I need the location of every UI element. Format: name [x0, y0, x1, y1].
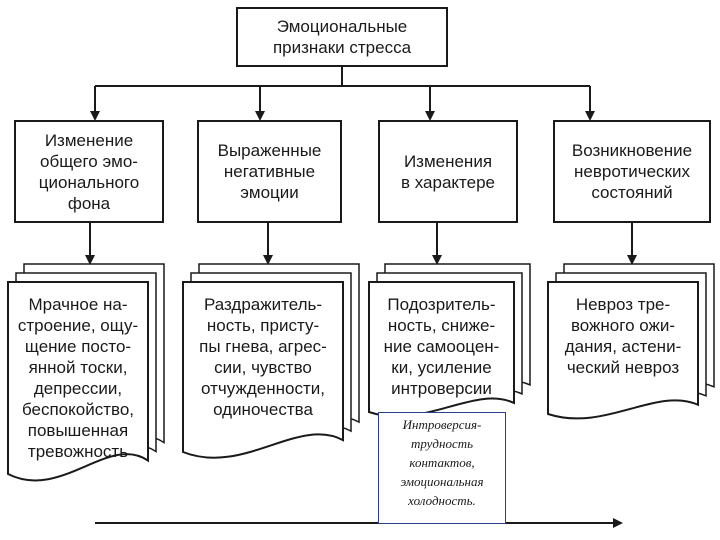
category-label-2: Выраженные негативные эмоции — [217, 141, 322, 202]
category-box-3: Изменения в характере — [378, 120, 518, 223]
document-stack-1 — [7, 263, 165, 482]
document-stacks — [7, 263, 715, 482]
document-page-front — [7, 281, 149, 482]
detail-text-3: Подозритель- ность, сниже- ние самооцен-… — [383, 295, 500, 398]
introversion-note: Интроверсия- трудность контактов, эмоцио… — [378, 412, 506, 524]
category-box-1: Изменение общего эмо- ционального фона — [14, 120, 164, 223]
detail-text-2: Раздражитель- ность, присту- пы гнева, а… — [199, 295, 327, 419]
document-stack-3 — [368, 263, 531, 418]
document-page-front — [182, 281, 344, 459]
root-box: Эмоциональные признаки стресса — [236, 7, 448, 67]
document-stack-4 — [547, 263, 715, 420]
connectors — [85, 67, 637, 528]
document-stack-2 — [182, 263, 360, 459]
category-label-3: Изменения в характере — [400, 151, 495, 192]
category-label-1: Изменение общего эмо- ционального фона — [38, 130, 140, 213]
root-label: Эмоциональные признаки стресса — [272, 17, 412, 57]
detail-text-4: Невроз тре- вожного ожи- дания, астени- … — [564, 295, 682, 377]
document-page-front — [547, 281, 699, 420]
category-box-4: Возникновение невротических состояний — [553, 120, 711, 223]
category-label-4: Возникновение невротических состояний — [571, 141, 693, 202]
detail-text-1: Мрачное на- строение, ощу- щение посто- … — [17, 295, 139, 461]
category-box-2: Выраженные негативные эмоции — [197, 120, 342, 223]
